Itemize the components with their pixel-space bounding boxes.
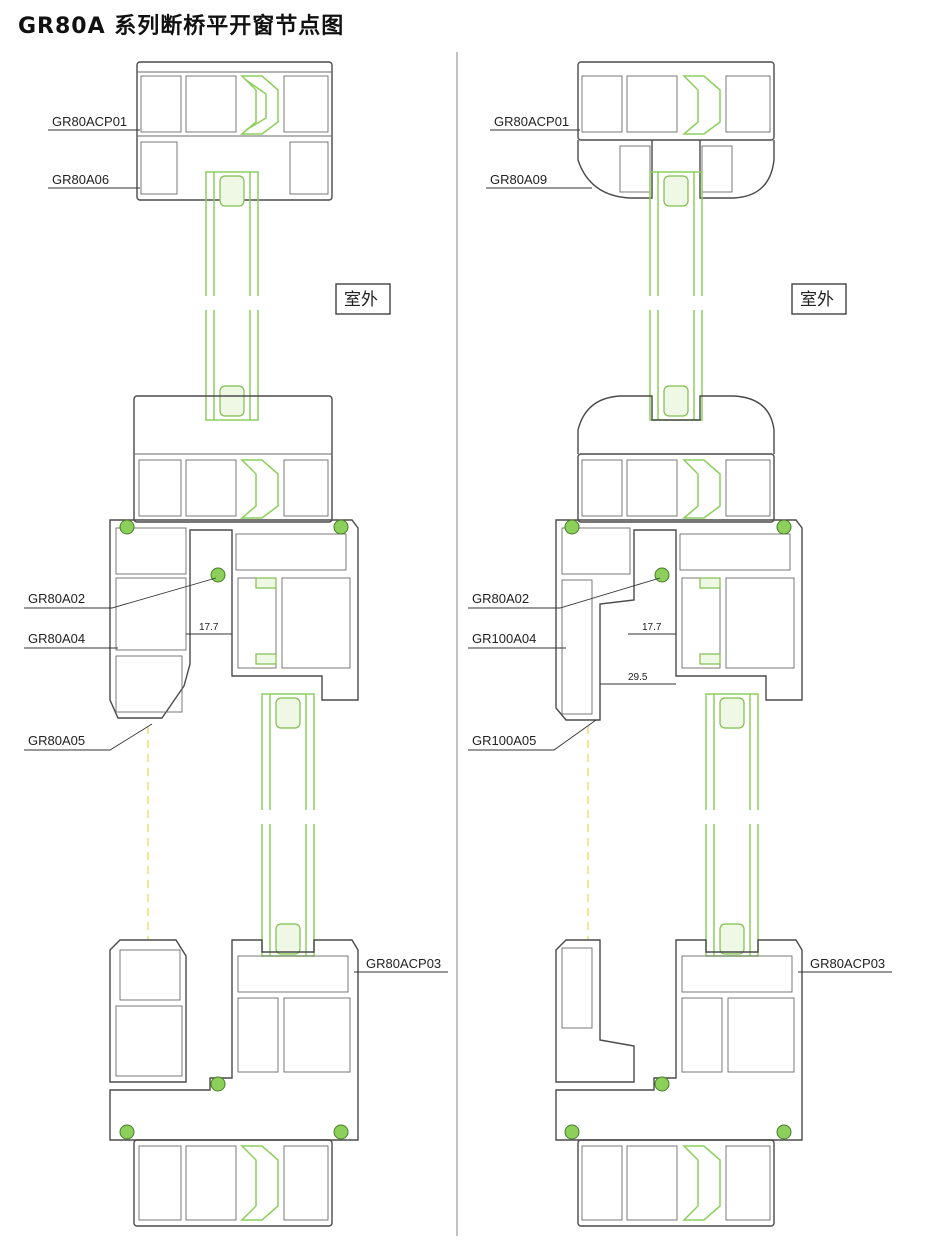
left-dimension-17-7: 17.7 xyxy=(186,622,232,635)
left-section: 17.7 室外 GR80ACP01 GR80A06 xyxy=(24,61,448,1227)
right-dim-gap2: 29.5 xyxy=(628,672,648,683)
right-dimensions: 17.7 29.5 xyxy=(600,622,676,685)
left-outside-box xyxy=(335,283,391,315)
left-label-handle-frame: GR80A04 xyxy=(28,631,85,646)
left-middle-frame-profile xyxy=(133,395,333,523)
right-section: 17.7 29.5 室外 GR80ACP01 GR80A09 GR xyxy=(468,61,892,1227)
right-label-frame-bottom: GR80ACP03 xyxy=(810,956,885,971)
page-title: GR80A 系列断桥平开窗节点图 xyxy=(18,14,345,39)
right-top-frame-profile xyxy=(577,61,775,199)
right-outside-box xyxy=(791,283,847,315)
right-label-frame-top: GR80ACP01 xyxy=(494,114,569,129)
right-bottom-profile xyxy=(555,939,803,1227)
right-label-handle-frame: GR100A04 xyxy=(472,631,536,646)
right-label-sash: GR80A02 xyxy=(472,591,529,606)
left-dim-gap: 17.7 xyxy=(199,622,219,633)
left-label-bead-top: GR80A06 xyxy=(52,172,109,187)
right-label-handle: GR100A05 xyxy=(472,733,536,748)
left-label-sash: GR80A02 xyxy=(28,591,85,606)
left-label-handle: GR80A05 xyxy=(28,733,85,748)
left-bottom-profile xyxy=(109,939,359,1227)
left-label-frame-bottom: GR80ACP03 xyxy=(366,956,441,971)
right-middle-frame-profile xyxy=(577,395,775,523)
right-lower-glass xyxy=(700,693,766,957)
left-sash-profile xyxy=(109,519,359,719)
right-outside-label: 室外 xyxy=(800,290,834,309)
right-top-glass xyxy=(644,171,710,421)
left-outside-label: 室外 xyxy=(344,290,378,309)
right-label-bead-top: GR80A09 xyxy=(490,172,547,187)
left-lower-glass xyxy=(256,693,322,957)
right-sash-profile xyxy=(555,519,803,721)
left-label-frame-top: GR80ACP01 xyxy=(52,114,127,129)
left-top-glass xyxy=(200,171,266,421)
right-dim-gap: 17.7 xyxy=(642,622,662,633)
